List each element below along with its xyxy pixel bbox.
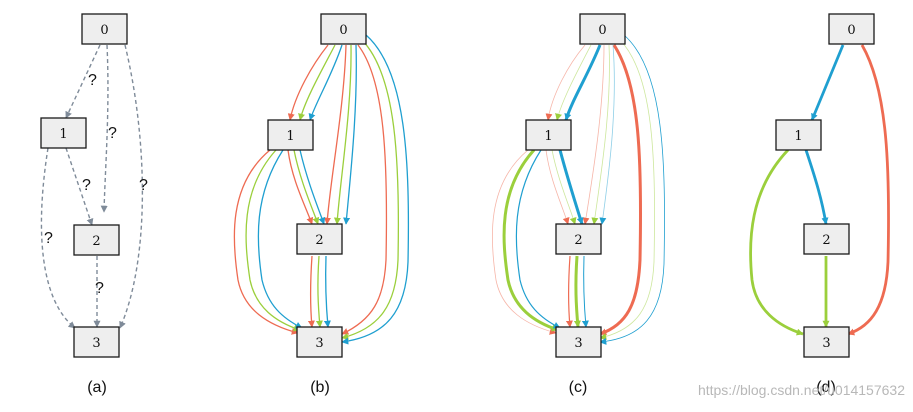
node-2: 2 <box>73 224 120 256</box>
edge-d-1-2 <box>804 149 829 225</box>
node-2: 2 <box>296 223 343 255</box>
edges-a <box>40 44 144 329</box>
node-1: 1 <box>40 117 87 149</box>
edge-b-2-3-green <box>315 255 323 328</box>
node-1: 1 <box>525 119 572 151</box>
node-label: 2 <box>92 234 100 249</box>
edge-d-0-3 <box>847 44 890 336</box>
watermark: https://blog.csdn.net/u014157632 <box>698 382 905 398</box>
edge-d-1-3 <box>749 149 804 336</box>
node-3: 3 <box>296 326 343 358</box>
edges-c <box>491 34 665 345</box>
edge-c-0-1-red <box>545 44 586 121</box>
edge-b-1-3-green <box>245 149 301 332</box>
edge-c-0-1-blue <box>564 44 602 121</box>
node-label: 3 <box>92 336 100 351</box>
edge-b-0-2-green <box>333 44 352 225</box>
edge-label: ? <box>88 72 97 89</box>
node-label: 0 <box>339 23 347 38</box>
node-0: 0 <box>81 13 128 45</box>
edge-b-2-3-blue <box>323 255 331 328</box>
edge-c-1-3-green <box>502 148 559 332</box>
edge-label: ? <box>95 280 104 297</box>
node-label: 0 <box>100 23 108 38</box>
node-label: 1 <box>59 127 67 142</box>
edge-c-0-2-blue <box>599 44 615 225</box>
edge-c-2-3-blue <box>581 255 589 328</box>
panel-a: ? ? ? ? ? ? 0 1 2 3 (a) <box>40 13 148 396</box>
node-0: 0 <box>828 13 875 45</box>
panel-label-a: (a) <box>87 379 107 396</box>
edge-b-0-3-blue <box>341 34 410 345</box>
edge-0-2 <box>100 44 109 213</box>
node-label: 1 <box>794 129 802 144</box>
node-2: 2 <box>555 223 602 255</box>
edge-b-1-3-red <box>233 149 299 335</box>
edge-c-1-3-red <box>491 149 557 335</box>
node-label: 0 <box>598 23 606 38</box>
node-label: 2 <box>315 233 323 248</box>
node-label: 3 <box>822 336 830 351</box>
node-label: 1 <box>286 129 294 144</box>
edge-c-0-3-green <box>599 39 655 341</box>
node-3: 3 <box>555 326 602 358</box>
edge-1-3 <box>40 147 76 329</box>
edge-d-0-1 <box>810 44 845 121</box>
edges-b <box>233 34 410 345</box>
panel-label-d: (d) <box>816 379 836 396</box>
edge-b-2-3-red <box>307 255 315 328</box>
panel-label-b: (b) <box>310 379 330 396</box>
edge-label: ? <box>139 177 148 194</box>
edge-b-0-1-green <box>298 44 336 121</box>
edge-c-0-3-red <box>599 44 643 336</box>
edge-b-1-2-blue <box>299 149 326 225</box>
node-label: 0 <box>847 23 855 38</box>
node-0: 0 <box>320 13 367 45</box>
edge-c-2-3-red <box>565 255 573 328</box>
panel-b: 0 1 2 3 (b) <box>233 13 410 396</box>
node-3: 3 <box>73 326 120 358</box>
edge-c-1-2-red <box>545 149 570 225</box>
edge-c-0-2-green <box>591 44 610 225</box>
edge-label: ? <box>108 125 117 142</box>
panel-c: 0 1 2 3 (c) <box>491 13 665 396</box>
edge-label: ? <box>44 230 53 247</box>
edge-c-0-3-blue <box>599 34 665 345</box>
panel-label-c: (c) <box>569 379 588 396</box>
node-3: 3 <box>803 326 850 358</box>
edge-c-0-1-green <box>555 44 592 121</box>
node-label: 2 <box>574 233 582 248</box>
edge-b-0-1-blue <box>308 44 343 121</box>
panel-d: 0 1 2 3 (d) <box>749 13 890 396</box>
edge-0-3 <box>119 44 144 329</box>
edge-b-0-3-red <box>341 44 388 335</box>
edge-c-2-3-green <box>573 255 581 328</box>
edge-c-0-2-red <box>582 44 605 225</box>
edge-c-1-3-blue <box>515 149 561 329</box>
node-label: 1 <box>544 129 552 144</box>
node-label: 3 <box>574 336 582 351</box>
edge-b-0-2-red <box>323 44 347 225</box>
node-2: 2 <box>803 223 850 255</box>
edge-b-0-1-red <box>287 44 329 121</box>
edge-labels-a: ? ? ? ? ? ? <box>44 72 148 297</box>
edge-c-1-2-green <box>551 149 577 225</box>
node-1: 1 <box>775 119 822 151</box>
node-1: 1 <box>267 119 314 151</box>
node-label: 3 <box>315 336 323 351</box>
edge-b-1-2-red <box>287 149 314 225</box>
node-0: 0 <box>579 13 626 45</box>
edge-b-1-2-green <box>293 149 320 225</box>
edge-b-0-2-blue <box>343 44 357 225</box>
node-label: 2 <box>822 233 830 248</box>
edges-d <box>749 44 890 336</box>
edge-label: ? <box>82 177 91 194</box>
edge-b-1-3-blue <box>257 149 303 329</box>
edge-c-1-2-blue <box>558 149 584 225</box>
edge-b-0-3-green <box>341 39 400 340</box>
